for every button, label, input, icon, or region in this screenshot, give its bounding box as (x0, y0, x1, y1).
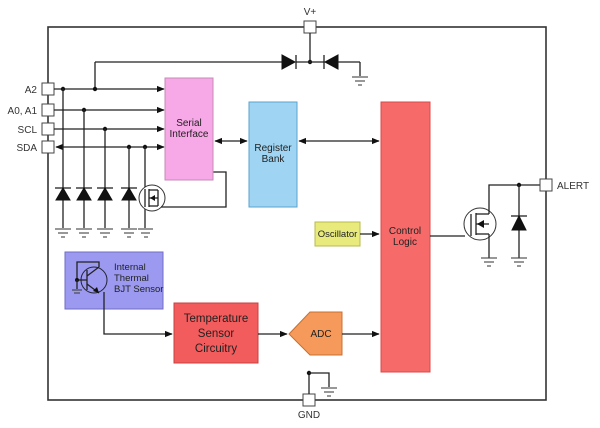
ground-icon (352, 76, 368, 86)
esd-diode-icon (121, 187, 137, 201)
chip-outline (47, 26, 547, 401)
diode-icon (281, 54, 297, 70)
pin-sda[interactable] (41, 140, 55, 154)
diode-icon (323, 54, 339, 70)
pin-alert[interactable] (539, 178, 553, 192)
esd-diode-icon (55, 187, 71, 201)
mosfet-icon (138, 184, 166, 212)
temp-circuitry-label: Temperature (184, 313, 249, 325)
serial-interface-block[interactable]: Serial Interface (164, 77, 214, 181)
register-bank-block[interactable]: Register Bank (248, 101, 298, 208)
adc-block[interactable]: ADC (288, 311, 343, 356)
temp-circuitry-label: Sensor (198, 328, 235, 340)
pin-vplus[interactable] (303, 20, 317, 34)
ground-icon (481, 257, 527, 267)
adc-label: ADC (310, 329, 331, 340)
oscillator-label: Oscillator (318, 229, 358, 240)
pin-a2[interactable] (41, 82, 55, 96)
label-sda: SDA (16, 143, 37, 154)
temp-circuitry-label: Circuitry (195, 343, 237, 355)
pin-scl[interactable] (41, 122, 55, 136)
esd-diode-icon (76, 187, 92, 201)
register-bank-label: Bank (262, 154, 286, 165)
pin-gnd[interactable] (302, 393, 316, 407)
label-scl: SCL (18, 125, 38, 136)
control-logic-block[interactable]: Control Logic (380, 101, 431, 373)
control-logic-label: Logic (393, 237, 417, 248)
label-a2: A2 (25, 85, 38, 96)
esd-diode-icon (97, 187, 113, 201)
thermal-sensor-label: BJT Sensor (114, 284, 163, 295)
control-logic-label: Control (389, 226, 421, 237)
label-alert: ALERT (557, 181, 589, 192)
oscillator-block[interactable]: Oscillator (314, 221, 361, 247)
register-bank-label: Register (254, 143, 292, 154)
temperature-sensor-circuitry-block[interactable]: Temperature Sensor Circuitry (173, 302, 259, 364)
thermal-sensor-label: Internal (114, 262, 146, 273)
label-gnd: GND (298, 410, 320, 421)
ground-icon (55, 228, 153, 238)
serial-interface-label: Serial (176, 118, 202, 129)
thermal-sensor-block[interactable]: Internal Thermal BJT Sensor (64, 251, 164, 310)
diode-icon (511, 214, 527, 231)
pin-a0a1[interactable] (41, 103, 55, 117)
mosfet-icon (463, 207, 497, 241)
thermal-sensor-label: Thermal (114, 273, 149, 284)
bjt-transistor-icon (72, 261, 108, 294)
label-a0a1: A0, A1 (8, 106, 38, 117)
serial-interface-label: Interface (170, 129, 209, 140)
ground-icon (321, 387, 337, 397)
label-vplus: V+ (304, 7, 317, 18)
